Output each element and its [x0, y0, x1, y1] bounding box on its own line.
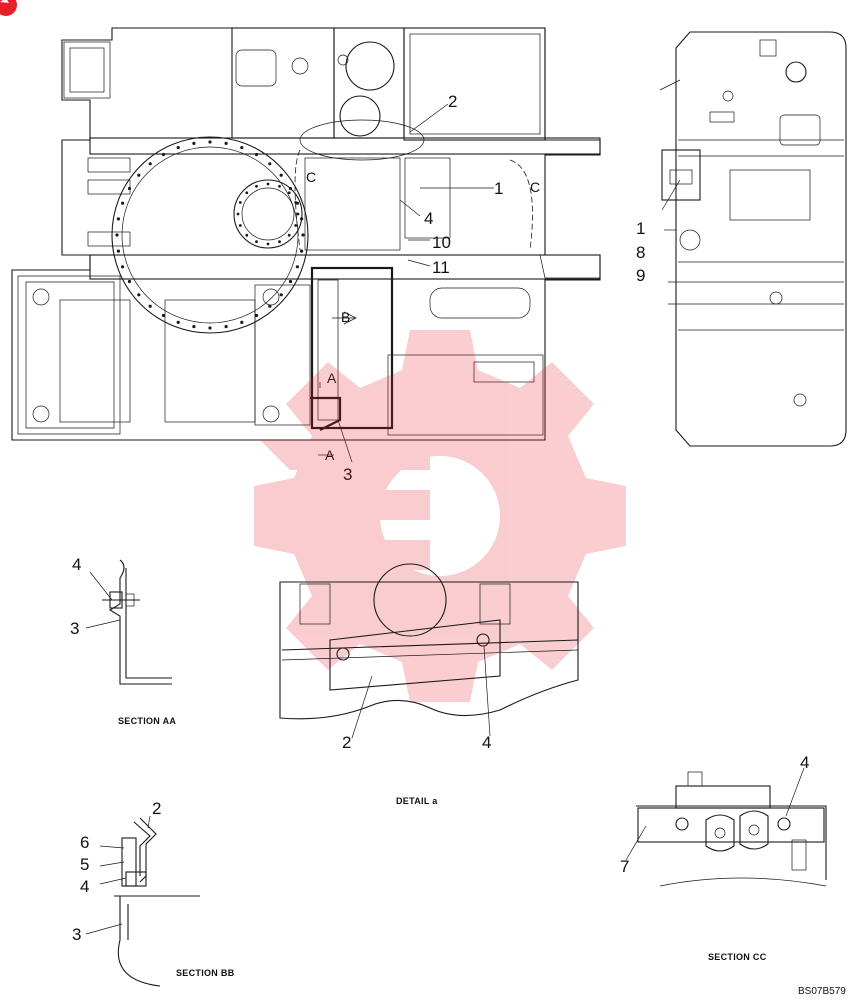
- bolt-hole: [192, 141, 196, 145]
- bolt-hole: [288, 279, 293, 284]
- bolt-hole: [278, 240, 281, 244]
- bolt-hole: [287, 191, 291, 195]
- bolt-hole: [295, 265, 299, 269]
- bolt-hole: [116, 249, 120, 253]
- bolt-hole: [266, 242, 270, 246]
- bolt-hole: [288, 186, 293, 191]
- section-letter-c-right: C: [530, 179, 540, 195]
- bolt-hole: [268, 162, 272, 166]
- callout-9-side: 9: [636, 266, 645, 285]
- bolt-hole: [254, 152, 259, 157]
- bolt-hole: [266, 182, 270, 186]
- callout-4-section-cc: 4: [800, 753, 809, 772]
- detail-a-drawing: [279, 563, 579, 739]
- section-bb-label: SECTION BB: [176, 968, 235, 978]
- bolt-hole: [278, 184, 281, 188]
- bolt-hole: [236, 212, 240, 216]
- callout-7-section-cc: 7: [620, 857, 629, 876]
- bolt-hole: [137, 293, 141, 297]
- bolt-hole: [294, 224, 298, 227]
- callout-6-section-bb: 6: [80, 833, 89, 852]
- bolt-hole: [245, 233, 249, 237]
- bolt-hole: [254, 313, 259, 318]
- bolt-hole: [208, 326, 212, 330]
- bolt-hole: [192, 325, 196, 329]
- bolt-hole: [116, 217, 120, 221]
- bolt-hole: [238, 224, 242, 227]
- callout-10-main: 10: [432, 233, 451, 252]
- bolt-hole: [240, 146, 244, 150]
- bolt-hole: [279, 293, 283, 297]
- bolt-hole: [300, 249, 304, 253]
- bolt-hole: [287, 233, 291, 237]
- drawing-code: BS07B579: [798, 986, 846, 997]
- bolt-hole: [127, 186, 132, 191]
- callout-4-main: 4: [424, 209, 433, 228]
- callout-2-section-bb: 2: [152, 799, 161, 818]
- section-cc-label: SECTION CC: [708, 952, 767, 962]
- bolt-hole: [176, 320, 180, 324]
- bolt-hole: [224, 141, 228, 145]
- callout-3-section-bb: 3: [72, 925, 81, 944]
- section-aa-drawing: [85, 559, 172, 685]
- callout-8-side: 8: [636, 243, 645, 262]
- bolt-hole: [240, 320, 244, 324]
- main-plan-view: [11, 27, 601, 463]
- section-letter-b: B: [341, 309, 350, 325]
- bolt-hole: [148, 304, 152, 308]
- callout-5-section-bb: 5: [80, 855, 89, 874]
- bolt-hole: [137, 173, 141, 177]
- section-cc-drawing: [625, 767, 827, 887]
- section-letter-a-top: A: [327, 370, 337, 386]
- bolt-hole: [301, 233, 305, 237]
- bolt-hole: [300, 217, 304, 221]
- bolt-hole: [127, 279, 132, 284]
- callout-11-main: 11: [432, 258, 450, 277]
- bolt-hole: [238, 201, 242, 204]
- bolt-hole: [208, 140, 212, 144]
- bolt-hole: [121, 201, 125, 205]
- callout-2-detail-a: 2: [342, 733, 351, 752]
- section-letter-a-bottom: A: [325, 447, 335, 463]
- detail-a-label: DETAIL a: [396, 796, 438, 806]
- callout-1-side: 1: [636, 219, 645, 238]
- bolt-hole: [294, 201, 298, 204]
- side-view: [659, 31, 847, 447]
- bolt-hole: [279, 173, 283, 177]
- bolt-hole: [224, 325, 228, 329]
- bolt-hole: [255, 240, 258, 244]
- callout-4-detail-a: 4: [482, 733, 491, 752]
- bolt-hole: [176, 146, 180, 150]
- section-bb-drawing: [85, 815, 200, 987]
- bolt-hole: [255, 184, 258, 188]
- callout-4-section-bb: 4: [80, 877, 89, 896]
- bolt-hole: [161, 152, 166, 157]
- watermark-gear-icon: [254, 330, 626, 702]
- bolt-hole: [121, 265, 125, 269]
- bolt-hole: [115, 233, 119, 237]
- callout-4-section-aa: 4: [72, 555, 81, 574]
- bolt-hole: [161, 313, 166, 318]
- brand-badge-icon: [0, 0, 17, 16]
- bolt-hole: [245, 191, 249, 195]
- bolt-hole: [296, 212, 300, 216]
- section-letter-c-left: C: [306, 169, 316, 185]
- section-aa-label: SECTION AA: [118, 716, 176, 726]
- bolt-hole: [268, 304, 272, 308]
- callout-2-main: 2: [448, 92, 457, 111]
- bolt-hole: [148, 162, 152, 166]
- callout-1-main: 1: [494, 179, 503, 198]
- callout-3-main: 3: [343, 465, 352, 484]
- callout-3-section-aa: 3: [70, 619, 79, 638]
